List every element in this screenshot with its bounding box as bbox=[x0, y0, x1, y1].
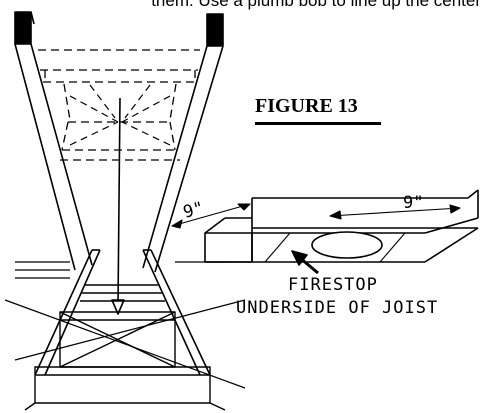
radial-guide-lines bbox=[69, 84, 171, 146]
figure-title: FIGURE 13 bbox=[255, 95, 358, 117]
chase-steps bbox=[24, 284, 226, 411]
top-caption-text: them. Use a plumb bob to line up the cen… bbox=[151, 0, 481, 10]
ground-diagonals bbox=[4, 299, 246, 389]
dimension-label-left: 9" bbox=[181, 198, 206, 223]
left-chase-post bbox=[14, 11, 93, 271]
right-chase-post bbox=[142, 13, 224, 273]
plumb-bob-line bbox=[111, 97, 125, 315]
floor-guide-lines bbox=[15, 261, 230, 279]
firestop-label: FIRESTOP bbox=[288, 275, 378, 295]
figure-title-underline bbox=[255, 122, 381, 125]
underside-of-joist-label: UNDERSIDE OF JOIST bbox=[236, 298, 438, 318]
firestop-leader-arrow bbox=[291, 250, 319, 275]
firestop-joist-detail bbox=[204, 189, 479, 263]
dimension-lines bbox=[171, 203, 461, 229]
dimension-label-right: 9" bbox=[403, 193, 423, 213]
